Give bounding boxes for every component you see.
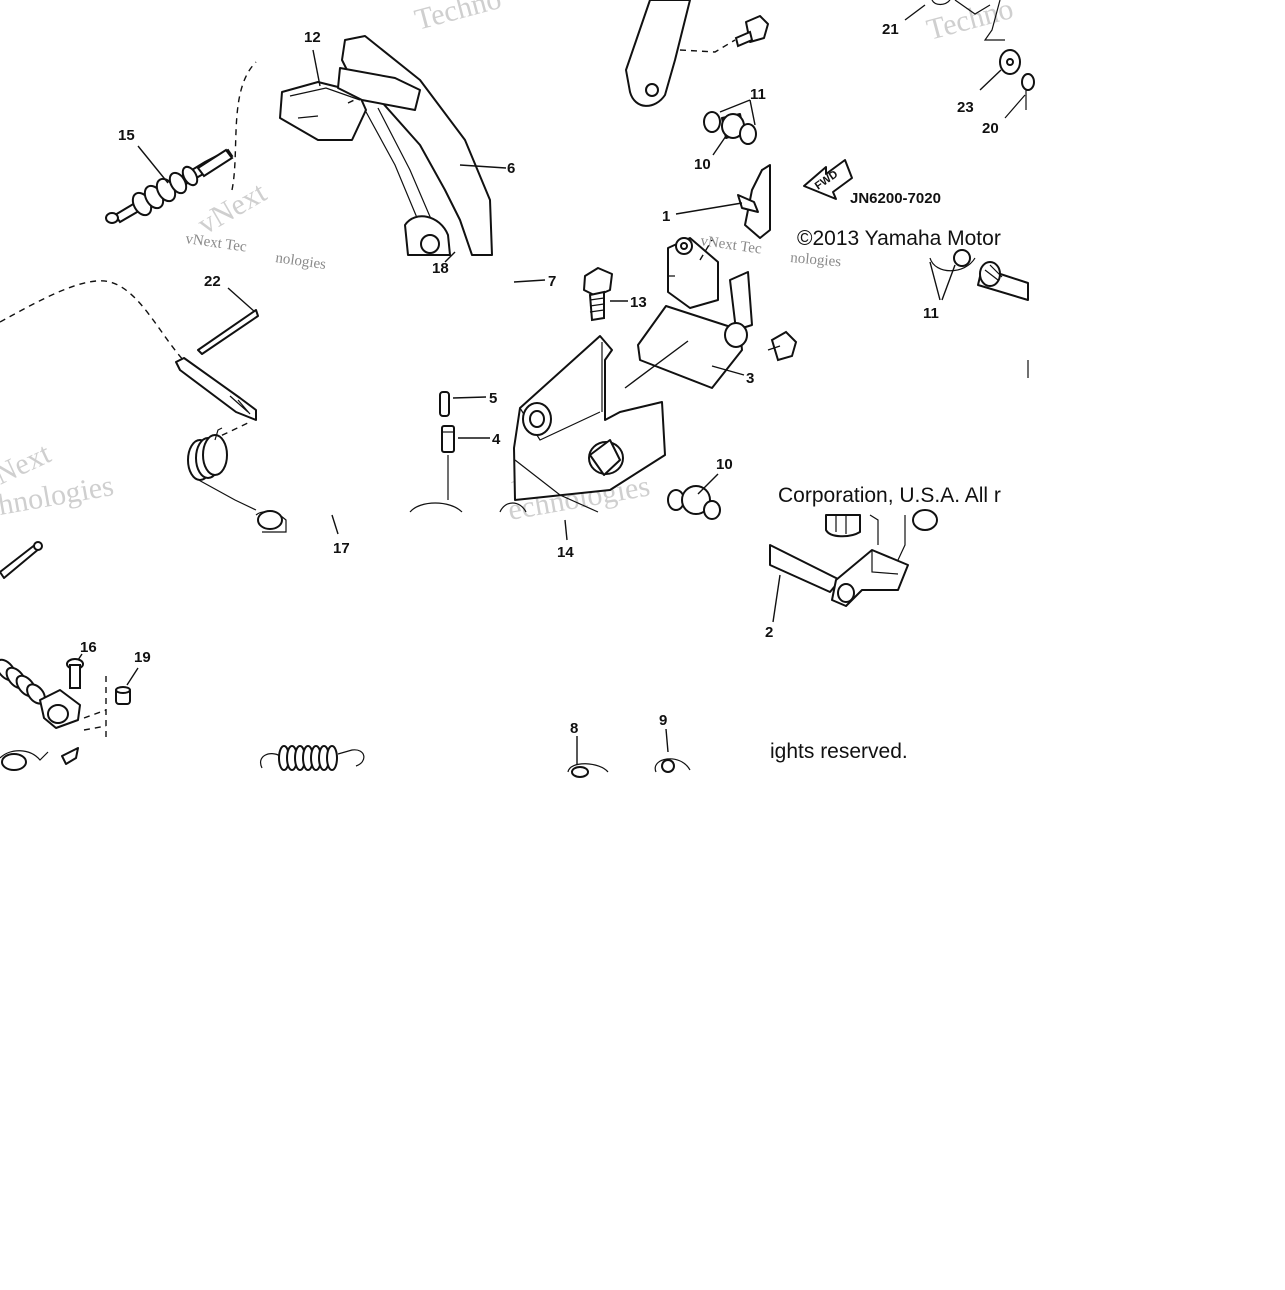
callout-11b: 11 [923, 305, 939, 322]
mid-right-parts: Corporation, U.S.A. All r 2 [765, 484, 1001, 641]
lower-center-parts: 8 9 [260, 712, 691, 778]
callout-18: 18 [432, 260, 449, 277]
bolt-13 [583, 267, 613, 322]
callout-6: 6 [507, 160, 515, 177]
watermark-text: nologies [790, 250, 842, 270]
callout-8: 8 [570, 720, 578, 737]
upper-bracket-assembly: 11 10 1 [625, 0, 771, 239]
bushing-10b [667, 485, 721, 520]
lower-left-parts: 16 19 [0, 541, 151, 771]
cable-end-lower [0, 658, 81, 729]
torsion-spring [187, 427, 257, 511]
callout-22: 22 [204, 273, 221, 290]
callout-17: 17 [333, 540, 350, 557]
callout-2: 2 [765, 624, 773, 641]
callout-3: 3 [746, 370, 754, 387]
return-spring [260, 745, 365, 771]
bolt-upper [734, 15, 769, 48]
callout-13: 13 [630, 294, 647, 311]
callout-9: 9 [659, 712, 667, 729]
watermark-text: Techno [411, 0, 504, 37]
callout-5: 5 [489, 390, 497, 407]
copyright-line-1: ©2013 Yamaha Motor [797, 227, 1001, 250]
pedal-cable-assembly: 15 [105, 61, 257, 224]
upper-right-parts: 21 23 20 FWD JN6200-7020 ©2013 Yamaha Mo… [797, 0, 1035, 378]
callout-12: 12 [304, 29, 321, 46]
mid-left-parts: 22 17 [0, 273, 350, 557]
callout-4: 4 [492, 431, 501, 448]
callout-23: 23 [957, 99, 974, 116]
cable-end-15 [105, 148, 234, 224]
copyright-line-3: ights reserved. [770, 740, 908, 763]
callout-10b: 10 [716, 456, 733, 473]
callout-21: 21 [882, 21, 899, 38]
bracket-plate [513, 335, 666, 513]
pivot-bracket-3 [624, 237, 753, 389]
callout-7: 7 [548, 273, 556, 290]
pedal-pad-12: 12 [279, 29, 367, 141]
fwd-arrow-icon: FWD [803, 159, 853, 200]
callout-19: 19 [134, 649, 151, 666]
pin-4 [441, 425, 455, 453]
center-bracket-assembly: 7 13 3 [409, 237, 798, 561]
pedal-arm-6: 6 18 [337, 35, 515, 277]
callout-20: 20 [982, 120, 999, 137]
watermark-text: nologies [274, 250, 327, 273]
callout-14: 14 [557, 544, 574, 561]
collar-19 [115, 686, 131, 705]
callout-15: 15 [118, 127, 135, 144]
callout-1: 1 [662, 208, 670, 225]
callout-16: 16 [80, 639, 97, 656]
pin-5 [439, 391, 450, 417]
callout-11a: 11 [750, 86, 766, 103]
bushing-10 [703, 111, 757, 145]
cable-dashed-path [231, 61, 257, 191]
pin-16 [66, 658, 84, 689]
callout-10a: 10 [694, 156, 711, 173]
diagram-code: JN6200-7020 [850, 190, 941, 207]
copyright-line-2: Corporation, U.S.A. All r [778, 484, 1001, 507]
